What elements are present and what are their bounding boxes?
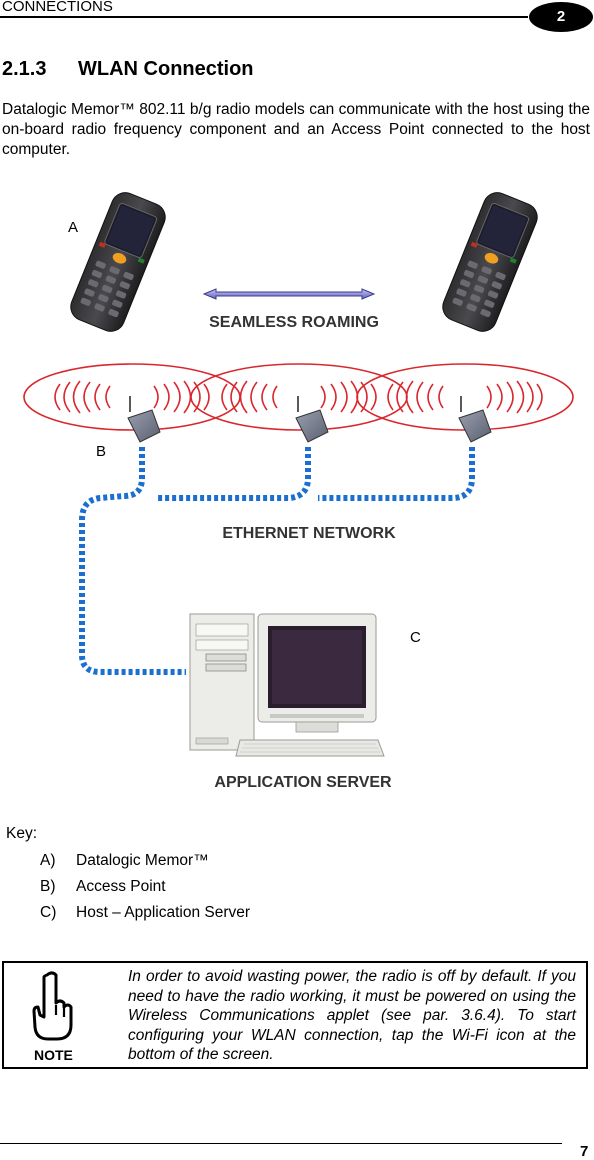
note-box: NOTE In order to avoid wasting power, th… [2, 961, 588, 1069]
radio-waves [54, 380, 543, 414]
section-number: 2.1.3 [2, 58, 47, 80]
key-item-a: A) Datalogic Memor™ [40, 852, 209, 870]
roaming-arrow [202, 288, 376, 300]
key-letter: A) [40, 852, 56, 869]
access-point-3 [458, 396, 492, 443]
label-a: A [68, 219, 78, 236]
server-computer [189, 613, 385, 757]
chapter-badge: 2 [529, 2, 593, 32]
access-point-1 [127, 396, 161, 443]
intro-paragraph: Datalogic Memor™ 802.11 b/g radio models… [2, 101, 590, 158]
key-text: Access Point [76, 878, 166, 895]
roaming-caption: SEAMLESS ROAMING [209, 314, 379, 331]
section-title: WLAN Connection [78, 58, 254, 80]
mobile-terminal-left [70, 192, 166, 332]
access-point-2 [295, 396, 329, 443]
key-item-c: C) Host – Application Server [40, 904, 250, 922]
key-item-b: B) Access Point [40, 878, 166, 896]
footer-rule [0, 1143, 562, 1144]
mobile-terminal-right [442, 192, 538, 332]
label-c: C [410, 629, 421, 646]
running-header: CONNECTIONS [2, 0, 113, 15]
key-letter: B) [40, 878, 56, 895]
key-text: Host – Application Server [76, 904, 251, 921]
wlan-diagram: A SEAMLESS ROAMING B ETHERNET NETWORK [23, 192, 574, 791]
header-rule [0, 16, 528, 18]
key-heading: Key: [6, 825, 38, 842]
ethernet-cabling [79, 447, 475, 675]
note-text: In order to avoid wasting power, the rad… [128, 968, 576, 1063]
page-number: 7 [580, 1143, 589, 1160]
ethernet-caption: ETHERNET NETWORK [222, 525, 396, 542]
pointing-hand-icon [32, 971, 73, 1041]
key-text: Datalogic Memor™ [76, 852, 209, 869]
key-letter: C) [40, 904, 57, 921]
label-b: B [96, 443, 106, 460]
note-label: NOTE [34, 1047, 73, 1063]
server-caption: APPLICATION SERVER [214, 774, 392, 791]
